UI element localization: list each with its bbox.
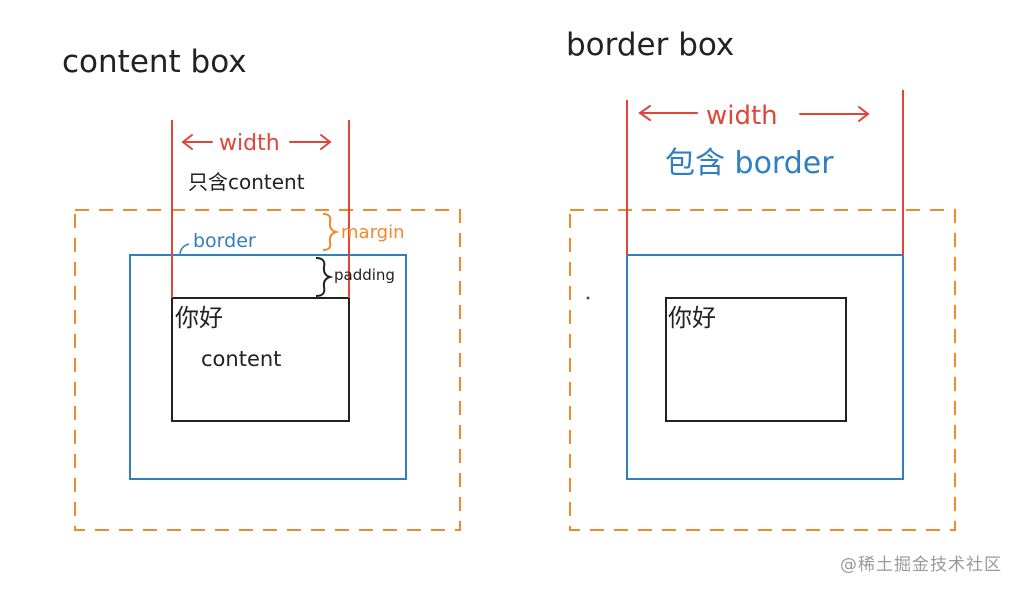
margin-brace [322,213,340,251]
right-box-text: 你好 [668,304,716,332]
right-content-box [665,297,847,422]
padding-brace [315,257,334,297]
right-width-arrow [638,105,870,122]
left-width-arrow [181,134,332,150]
border-label-hook [179,243,190,255]
stray-dot [586,296,590,300]
right-width-label: width [706,101,778,131]
right-margin-box [569,209,956,531]
left-content-box [171,297,350,422]
right-title: border box [566,27,734,63]
left-margin-label: margin [341,222,404,243]
left-padding-label: padding [334,266,395,284]
left-width-note: 只含content [188,170,305,194]
right-width-note: 包含 border [665,146,834,181]
left-width-label: width [219,131,280,156]
left-border-label: border [193,230,256,252]
left-title: content box [62,44,247,80]
left-box-text: 你好 [175,304,223,332]
left-margin-box [74,209,461,531]
watermark: @稀土掘金技术社区 [840,555,1002,575]
left-content-label: content [201,347,281,371]
right-border-box [626,254,904,480]
left-border-box [129,254,407,480]
